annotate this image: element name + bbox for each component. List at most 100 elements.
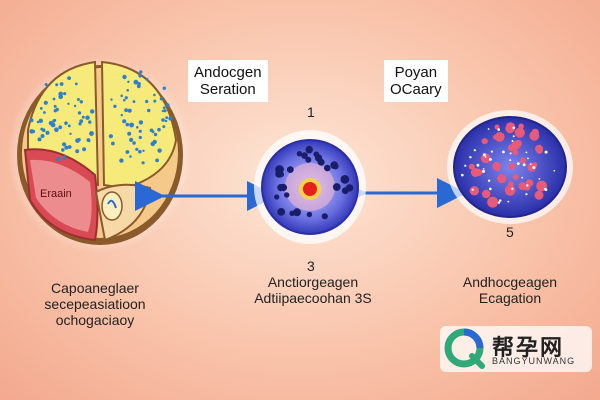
- texture-dot: [277, 208, 286, 216]
- texture-dot: [509, 152, 512, 155]
- texture-dot: [330, 161, 339, 170]
- texture-dot: [482, 189, 491, 199]
- texture-dot: [518, 182, 527, 191]
- texture-dot: [487, 128, 490, 130]
- texture-dot: [535, 144, 544, 153]
- texture-dot: [509, 159, 512, 162]
- texture-dot: [29, 129, 34, 134]
- texture-dot: [45, 130, 50, 135]
- texture-dot: [514, 127, 525, 138]
- brand-logo-icon: [444, 328, 485, 369]
- texture-dot: [122, 74, 127, 80]
- texture-dot: [85, 115, 90, 120]
- texture-dot: [43, 100, 48, 105]
- texture-dot: [125, 150, 130, 154]
- texture-dot: [527, 162, 537, 172]
- texture-dot: [505, 122, 516, 132]
- texture-dot: [332, 183, 341, 191]
- texture-dot: [484, 156, 487, 158]
- texture-dot: [469, 156, 472, 159]
- texture-dot: [296, 151, 303, 157]
- texture-dot: [525, 193, 528, 196]
- texture-dot: [544, 150, 548, 154]
- texture-dot: [150, 141, 156, 147]
- caption-line: Adtiipaecoohan 3S: [254, 290, 372, 306]
- texture-dot: [61, 148, 65, 152]
- texture-dot: [153, 99, 157, 103]
- texture-dot: [129, 122, 135, 128]
- texture-dot: [54, 127, 59, 132]
- step-number-1: 1: [307, 104, 315, 120]
- texture-dot: [153, 132, 158, 137]
- brand-name: 帮孕网: [492, 335, 565, 360]
- texture-dot: [538, 178, 541, 180]
- texture-dot: [39, 107, 43, 110]
- caption-line: ochogaciaoy: [55, 312, 135, 328]
- texture-dot: [502, 150, 505, 154]
- texture-dot: [490, 150, 493, 153]
- texture-dot: [145, 99, 149, 104]
- texture-dot: [494, 132, 505, 142]
- caption-left: Capoaneglaer secepeasiatioon ochogaciaoy: [20, 280, 170, 328]
- texture-dot: [275, 165, 284, 174]
- texture-dot: [139, 70, 143, 74]
- texture-dot: [511, 140, 521, 150]
- texture-dot: [279, 183, 287, 192]
- caption-line: secepeasiatioon: [44, 296, 146, 312]
- nucleus: [303, 182, 317, 196]
- texture-dot: [79, 119, 84, 124]
- texture-dot: [29, 118, 34, 123]
- brand-subtitle: BANGYUNWANG: [492, 356, 576, 366]
- texture-dot: [482, 169, 485, 173]
- texture-dot: [468, 163, 475, 170]
- texture-dot: [40, 134, 45, 138]
- texture-dot: [77, 111, 82, 115]
- texture-dot: [314, 154, 323, 162]
- texture-dot: [124, 96, 128, 100]
- step-number-3: 3: [307, 258, 315, 274]
- texture-dot: [73, 104, 77, 108]
- caption-line: Ecagation: [478, 290, 542, 306]
- texture-dot: [521, 176, 524, 179]
- label-line: Andocgen: [194, 64, 262, 81]
- caption-line: Anctiorgeagen: [267, 274, 359, 290]
- texture-dot: [480, 153, 491, 164]
- texture-dot: [64, 121, 68, 125]
- texture-dot: [136, 84, 141, 89]
- texture-dot: [489, 158, 492, 161]
- texture-dot: [483, 153, 486, 157]
- texture-dot: [142, 149, 145, 152]
- texture-dot: [471, 188, 474, 191]
- texture-dot: [58, 125, 63, 130]
- texture-dot: [159, 97, 164, 101]
- texture-dot: [58, 91, 63, 97]
- texture-dot: [53, 104, 57, 108]
- texture-dot: [132, 141, 136, 145]
- texture-dot: [305, 145, 314, 154]
- texture-dot: [274, 194, 280, 200]
- texture-dot: [38, 118, 43, 124]
- texture-dot: [79, 100, 84, 104]
- texture-dot: [69, 132, 72, 135]
- texture-dot: [132, 100, 136, 103]
- texture-dot: [111, 141, 115, 146]
- texture-dot: [507, 200, 510, 203]
- texture-dot: [340, 175, 350, 184]
- texture-dot: [497, 128, 501, 131]
- texture-dot: [151, 130, 155, 134]
- label-line: Seration: [199, 81, 256, 98]
- brand-watermark: 帮孕网 BANGYUNWANG: [440, 326, 592, 372]
- texture-dot: [157, 148, 162, 153]
- texture-dot: [494, 165, 501, 172]
- texture-dot: [532, 166, 536, 169]
- texture-dot: [473, 149, 476, 152]
- texture-dot: [136, 126, 139, 129]
- texture-dot: [164, 119, 168, 123]
- texture-dot: [153, 93, 156, 97]
- texture-dot: [464, 164, 467, 167]
- texture-dot: [508, 163, 516, 170]
- label-line: Poyan: [394, 64, 438, 81]
- texture-dot: [48, 120, 54, 126]
